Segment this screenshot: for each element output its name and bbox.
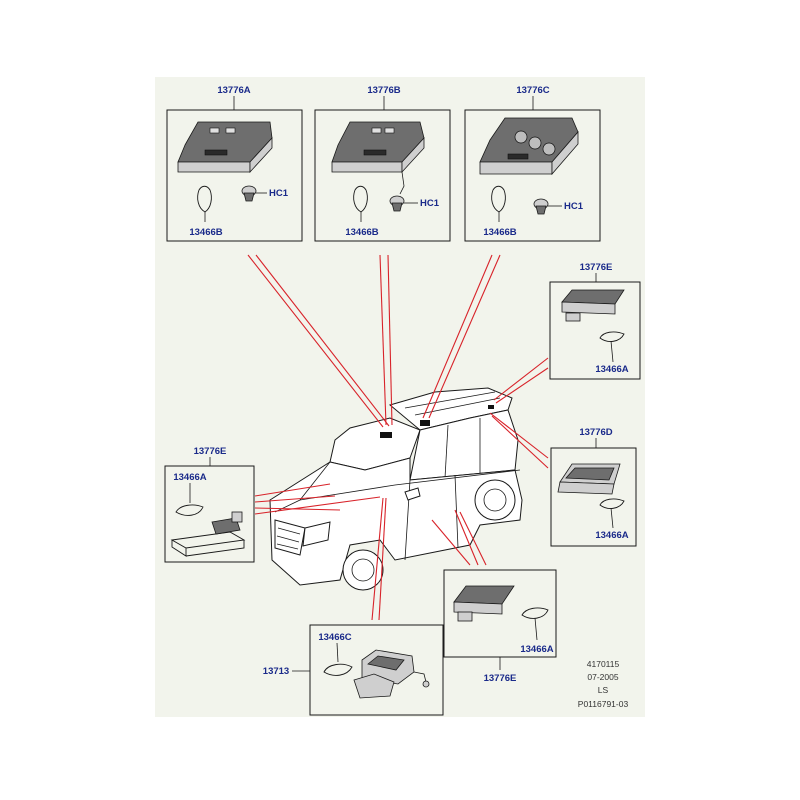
bulb-icon: [353, 185, 368, 222]
callout-13713[interactable]: 13466C 13713: [263, 624, 444, 716]
callout-13776E-bottom[interactable]: 13466A 13776E: [443, 569, 557, 684]
bulb-icon: [175, 504, 204, 516]
callout-13776B[interactable]: 13776B HC1 13466B: [314, 85, 451, 242]
reference-number: 4170115: [587, 659, 620, 669]
callout-13776A[interactable]: 13776A HC1 13466B: [166, 85, 303, 242]
label-13466B-a: 13466B: [189, 227, 222, 238]
box-13713: [309, 624, 444, 716]
label-13466A-bottom: 13466A: [520, 644, 553, 655]
label-13776C: 13776C: [516, 85, 549, 96]
box-13776E-right: [549, 281, 641, 380]
callout-13776E-right[interactable]: 13776E 13466A: [549, 262, 641, 380]
callout-13776D[interactable]: 13776D 13466A: [550, 427, 637, 547]
overhead-console-icon: [331, 121, 425, 195]
bulb-icon: [491, 185, 506, 222]
leader-lines: [247, 254, 549, 621]
clip-icon: [241, 185, 257, 202]
label-13466C: 13466C: [318, 632, 351, 643]
courtesy-lamp-icon: [557, 463, 621, 495]
label-13776E-left: 13776E: [194, 446, 227, 457]
drawing-reference: 4170115 07-2005 LS P0116791-03: [578, 659, 629, 709]
label-13466A-right-d: 13466A: [595, 530, 628, 541]
vehicle-illustration: [269, 387, 523, 591]
label-HC1-c: HC1: [564, 201, 584, 212]
bulb-icon: [521, 607, 549, 641]
label-13466A-left: 13466A: [173, 472, 206, 483]
reference-model: LS: [598, 685, 609, 695]
label-HC1-b: HC1: [420, 198, 440, 209]
box-13776E-left: [164, 465, 255, 563]
bulb-icon: [197, 185, 212, 222]
switch-housing-icon: [353, 649, 430, 699]
label-13776E-bottom: 13776E: [484, 673, 517, 684]
label-HC1-a: HC1: [269, 188, 289, 199]
label-13776B: 13776B: [367, 85, 400, 96]
box-13776A: [166, 109, 303, 242]
sunroof-console-icon: [479, 117, 579, 176]
step-lamp-icon: [561, 289, 625, 322]
label-13713: 13713: [263, 666, 289, 677]
label-13776E-right: 13776E: [580, 262, 613, 273]
box-13776C: [464, 109, 601, 242]
label-13776A: 13776A: [217, 85, 250, 96]
reference-date: 07-2005: [587, 672, 618, 682]
drawing-sheet: [155, 77, 645, 717]
box-13776D: [550, 447, 637, 547]
label-13776D: 13776D: [579, 427, 612, 438]
box-13776B: [314, 109, 451, 242]
bulb-icon: [323, 663, 353, 676]
bulb-icon: [599, 498, 625, 529]
callout-13776C[interactable]: 13776C HC1 13466B: [464, 85, 601, 242]
reference-illustration-id: P0116791-03: [578, 699, 629, 709]
door-lamp-housing-icon: [170, 511, 246, 557]
clip-icon: [389, 195, 405, 212]
overhead-console-icon: [177, 121, 273, 174]
bulb-icon: [599, 331, 625, 363]
callout-13776E-left[interactable]: 13776E 13466A: [164, 446, 255, 563]
step-lamp-icon: [453, 585, 515, 622]
clip-icon: [533, 198, 549, 215]
label-13466B-b: 13466B: [345, 227, 378, 238]
label-13466B-c: 13466B: [483, 227, 516, 238]
label-13466A-right-e: 13466A: [595, 364, 628, 375]
